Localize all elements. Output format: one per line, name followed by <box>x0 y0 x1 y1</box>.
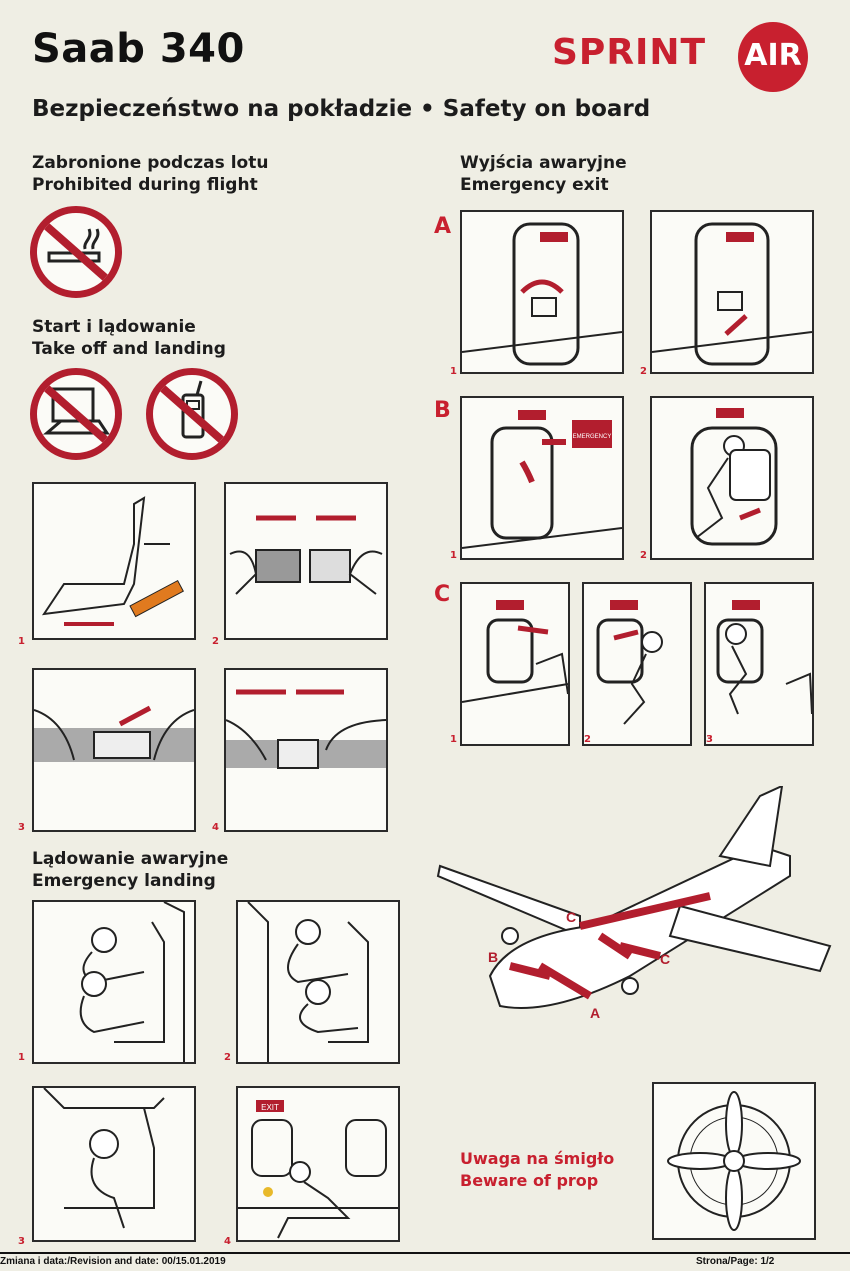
prohibited-heading-pl: Zabronione podczas lotu <box>32 153 269 173</box>
page-subtitle: Bezpieczeństwo na pokładzie • Safety on … <box>32 96 651 122</box>
plane-exit-c1-label: C <box>566 909 576 925</box>
airplane-exit-diagram: A B C C <box>430 786 840 1046</box>
logo-text: SPRINT <box>552 32 707 73</box>
page-title: Saab 340 <box>32 26 245 72</box>
exit-row-c-letter: C <box>434 582 451 607</box>
propeller-warning: Uwaga na śmigło Beware of prop <box>460 1148 614 1192</box>
exit-b-panel-2 <box>650 396 814 560</box>
exit-row-b-letter: B <box>434 398 451 423</box>
footer-page: Strona/Page: 1/2 <box>696 1256 775 1267</box>
seatbelt-step-2: 2 <box>212 636 219 647</box>
brace-step-1: 1 <box>18 1052 25 1063</box>
exit-c-step-2: 2 <box>584 734 591 745</box>
seatbelt-step-1: 1 <box>18 636 25 647</box>
brace-panel-3 <box>32 1086 196 1242</box>
brace-step-3: 3 <box>18 1236 25 1247</box>
exit-b-panel-1: EMERGENCY <box>460 396 624 560</box>
brace-step-2: 2 <box>224 1052 231 1063</box>
takeoff-heading: Start i lądowanie Take off and landing <box>32 316 226 360</box>
brace-panel-4: EXIT <box>236 1086 400 1242</box>
emergency-landing-heading-pl: Lądowanie awaryjne <box>32 849 229 869</box>
propeller-warning-pl: Uwaga na śmigło <box>460 1149 615 1168</box>
prohibited-heading-en: Prohibited during flight <box>32 175 258 195</box>
exits-heading-en: Emergency exit <box>460 175 609 195</box>
prohibited-heading: Zabronione podczas lotu Prohibited durin… <box>32 152 268 196</box>
seatbelt-panel-3 <box>32 668 196 832</box>
brace-step-4: 4 <box>224 1236 231 1247</box>
brace-panel-1 <box>32 900 196 1064</box>
sprint-air-logo: SPRINT AIR <box>552 22 824 92</box>
exits-heading-pl: Wyjścia awaryjne <box>460 153 627 173</box>
footer-divider <box>0 1252 850 1254</box>
logo-circle-text: AIR <box>744 38 802 73</box>
brace-panel-2 <box>236 900 400 1064</box>
exit-c-panel-1 <box>460 582 570 746</box>
exit-c-step-1: 1 <box>450 734 457 745</box>
exit-b-step-1: 1 <box>450 550 457 561</box>
no-smoking-icon <box>30 206 122 298</box>
plane-exit-a-label: A <box>590 1005 600 1021</box>
exit-c-panel-3 <box>704 582 814 746</box>
exit-b-step-2: 2 <box>640 550 647 561</box>
exit-sign-text: EXIT <box>261 1103 279 1112</box>
seatbelt-panel-2 <box>224 482 388 640</box>
logo-circle <box>738 22 808 92</box>
footer-revision: Zmiana i data:/Revision and date: 00/15.… <box>0 1256 226 1267</box>
emergency-sign-text: EMERGENCY <box>573 434 612 440</box>
exit-a-step-2: 2 <box>640 366 647 377</box>
exit-a-panel-2 <box>650 210 814 374</box>
seatbelt-panel-1 <box>32 482 196 640</box>
plane-exit-b-label: B <box>488 949 498 965</box>
no-laptop-icon <box>30 368 122 460</box>
exits-heading: Wyjścia awaryjne Emergency exit <box>460 152 627 196</box>
exit-row-a-letter: A <box>434 214 452 239</box>
exit-c-step-3: 3 <box>706 734 713 745</box>
takeoff-heading-en: Take off and landing <box>32 339 226 359</box>
emergency-landing-heading: Lądowanie awaryjne Emergency landing <box>32 848 228 892</box>
seatbelt-panel-4 <box>224 668 388 832</box>
emergency-landing-heading-en: Emergency landing <box>32 871 216 891</box>
exit-a-step-1: 1 <box>450 366 457 377</box>
plane-exit-c2-label: C <box>660 951 670 967</box>
no-phone-icon <box>146 368 238 460</box>
propeller-panel <box>652 1082 816 1240</box>
seatbelt-step-3: 3 <box>18 822 25 833</box>
takeoff-heading-pl: Start i lądowanie <box>32 317 196 337</box>
exit-c-panel-2 <box>582 582 692 746</box>
exit-a-panel-1 <box>460 210 624 374</box>
seatbelt-step-4: 4 <box>212 822 219 833</box>
propeller-warning-en: Beware of prop <box>460 1171 599 1190</box>
